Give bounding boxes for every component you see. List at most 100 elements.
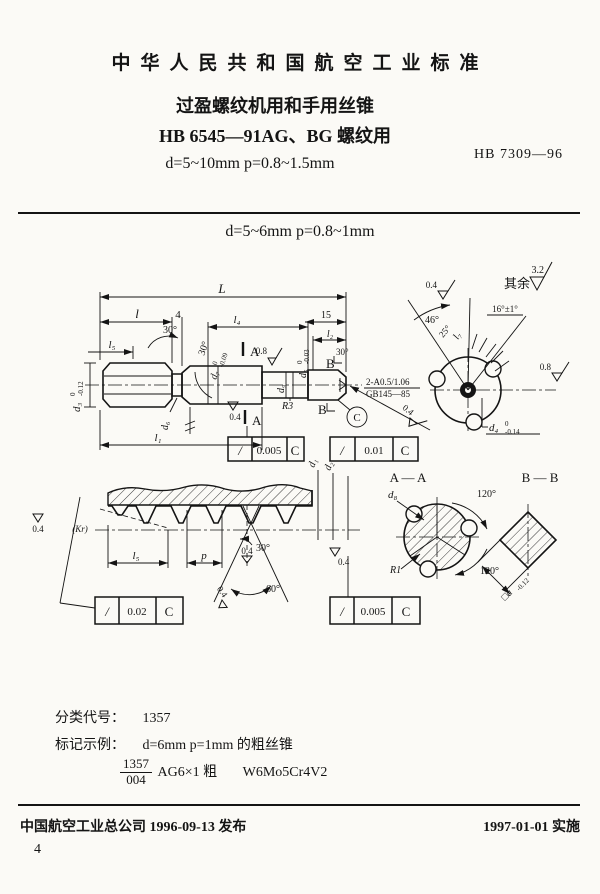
document-subtitle: HB 6545—91AG、BG 螺纹用: [158, 126, 391, 146]
svg-text:0.8: 0.8: [540, 362, 552, 372]
angle-120-top: 120°: [477, 489, 496, 500]
section-a-a: A — A d₈ 120° 120° R1: [388, 470, 499, 579]
svg-text:/: /: [104, 604, 110, 619]
svg-text:l₇: l₇: [451, 330, 464, 342]
svg-text:0.02: 0.02: [127, 606, 146, 618]
angle-60: 60°: [266, 584, 280, 595]
svg-text:0: 0: [505, 420, 509, 428]
dim-d4: d₄ 0 -0.14: [489, 420, 520, 436]
section-b-b-title: B — B: [522, 470, 559, 485]
technical-drawing: 其余 3.2 L l 4 l₄: [32, 261, 570, 625]
dim-4: 4: [175, 309, 181, 321]
svg-text:C: C: [165, 604, 174, 619]
svg-text:C: C: [401, 443, 410, 458]
svg-text:0.005: 0.005: [361, 606, 386, 618]
svg-text:/: /: [339, 604, 345, 619]
dim-L: L: [217, 281, 225, 296]
page-number: 4: [34, 842, 41, 857]
svg-text:0.4: 0.4: [229, 412, 241, 422]
finish-04-profile-left: 0.4: [32, 513, 44, 534]
tolerance-frame-1: / 0.005 C: [227, 426, 305, 462]
svg-text:d₇: d₇: [208, 369, 221, 381]
thread-profile-view: (Kr) 0.4 l₅ p 30° 0.4 60° 0.4: [32, 457, 360, 609]
finish-04-incline: 0.4: [215, 584, 230, 609]
marking-material: W6Mo5Cr4V2: [242, 764, 328, 780]
marking-label: 标记示例：: [55, 738, 125, 753]
svg-text:0.4: 0.4: [426, 280, 438, 290]
dim-d3: d₃ 0 -0.12: [69, 381, 85, 412]
dim-l5-profile: l₅: [133, 550, 140, 562]
finish-04-main: 0.4: [227, 401, 241, 422]
svg-text:/: /: [339, 443, 345, 458]
finish-04-profile-right: 0.4: [329, 547, 350, 567]
footer-issuer: 中国航空工业总公司 1996-09-13 发布: [20, 820, 247, 835]
angle-16: 16°±1°: [492, 304, 518, 314]
section-a-mark-bottom: A: [252, 413, 262, 428]
angle-30-2: 30°: [196, 340, 211, 357]
svg-text:□a: □a: [499, 588, 515, 604]
svg-text:0.8: 0.8: [256, 346, 268, 356]
footer-rule: [18, 804, 580, 806]
marking-fraction: 1357 004: [120, 756, 152, 788]
angle-30-profile: 30°: [256, 543, 270, 554]
svg-text:C: C: [353, 412, 360, 424]
svg-text:d₄: d₄: [489, 422, 499, 434]
svg-text:-0.12: -0.12: [77, 381, 85, 396]
general-finish-value: 3.2: [532, 265, 545, 276]
dim-l7: l₇: [451, 330, 464, 342]
angle-120-bottom: 120°: [480, 566, 499, 577]
general-finish-label: 其余: [504, 276, 530, 291]
svg-text:0: 0: [211, 360, 220, 366]
marking-description: d=6mm p=1mm 的粗丝锥: [142, 738, 293, 753]
svg-text:d₁: d₁: [306, 457, 319, 469]
svg-text:25°: 25°: [437, 323, 453, 339]
marking-code-line: 1357 004 AG6×1 粗 W6Mo5Cr4V2: [120, 756, 328, 788]
svg-text:0: 0: [296, 360, 304, 364]
dim-d1: d₁: [306, 457, 319, 469]
finish-08-main: 0.8: [256, 346, 283, 367]
dim-15: 15: [321, 310, 331, 321]
standard-number: HB 7309—96: [474, 147, 563, 162]
fraction-numerator: 1357: [120, 756, 152, 773]
svg-text:0.005: 0.005: [257, 445, 282, 457]
fraction-denominator: 004: [126, 771, 146, 787]
angle-46: 46°: [425, 315, 439, 326]
tolerance-frame-3: / 0.02 C: [94, 596, 184, 625]
svg-text:/: /: [237, 443, 243, 458]
finish-04-end: 0.4: [426, 279, 456, 300]
section-b-mark-top: B: [326, 356, 335, 371]
classification-line: 分类代号： 1357: [55, 707, 171, 727]
center-hole-callout-line1: 2-A0.5/1.06: [366, 377, 410, 387]
dim-l5: l₅: [109, 339, 116, 351]
dim-d9: d₉: [276, 384, 287, 393]
angle-25: 25°: [437, 323, 453, 339]
svg-text:d₉: d₉: [276, 384, 287, 393]
dim-d6: d₆: [160, 421, 171, 430]
dim-d8: d₈: [388, 489, 398, 501]
finish-04-diagonal: 0.4: [401, 402, 428, 427]
svg-text:d₃: d₃: [71, 403, 83, 413]
header-rule: [18, 212, 580, 214]
tolerance-frame-2: / 0.01 C: [329, 436, 419, 462]
dim-r3: R3: [281, 401, 293, 412]
section-b-mark-bottom: B: [318, 402, 327, 417]
kr-label: (Kr): [72, 524, 88, 534]
main-view: L l 4 l₄ 15 l₂ l₅ l₁ d₃ 0 -0.12 30°: [69, 281, 431, 450]
finish-08-end: 0.8: [540, 361, 570, 382]
svg-text:C: C: [291, 443, 300, 458]
svg-text:0.4: 0.4: [338, 557, 350, 567]
classification-label: 分类代号：: [55, 711, 125, 726]
section-a-a-title: A — A: [390, 470, 427, 485]
standard-title: 中华人民共和国航空工业标准: [111, 53, 489, 74]
angle-30-1: 30°: [163, 325, 177, 336]
angle-30-3: 30°: [336, 347, 349, 357]
marking-code: AG6×1 粗: [157, 764, 218, 780]
svg-text:C: C: [402, 604, 411, 619]
footer-effective-date: 1997-01-01 实施: [483, 820, 580, 835]
datum-c: C: [337, 399, 368, 428]
dim-l1: l₁: [155, 432, 162, 444]
dim-r1: R1: [389, 565, 401, 576]
svg-text:0.4: 0.4: [32, 524, 44, 534]
dim-l: l: [135, 306, 139, 321]
svg-text:d₅: d₅: [298, 369, 309, 378]
